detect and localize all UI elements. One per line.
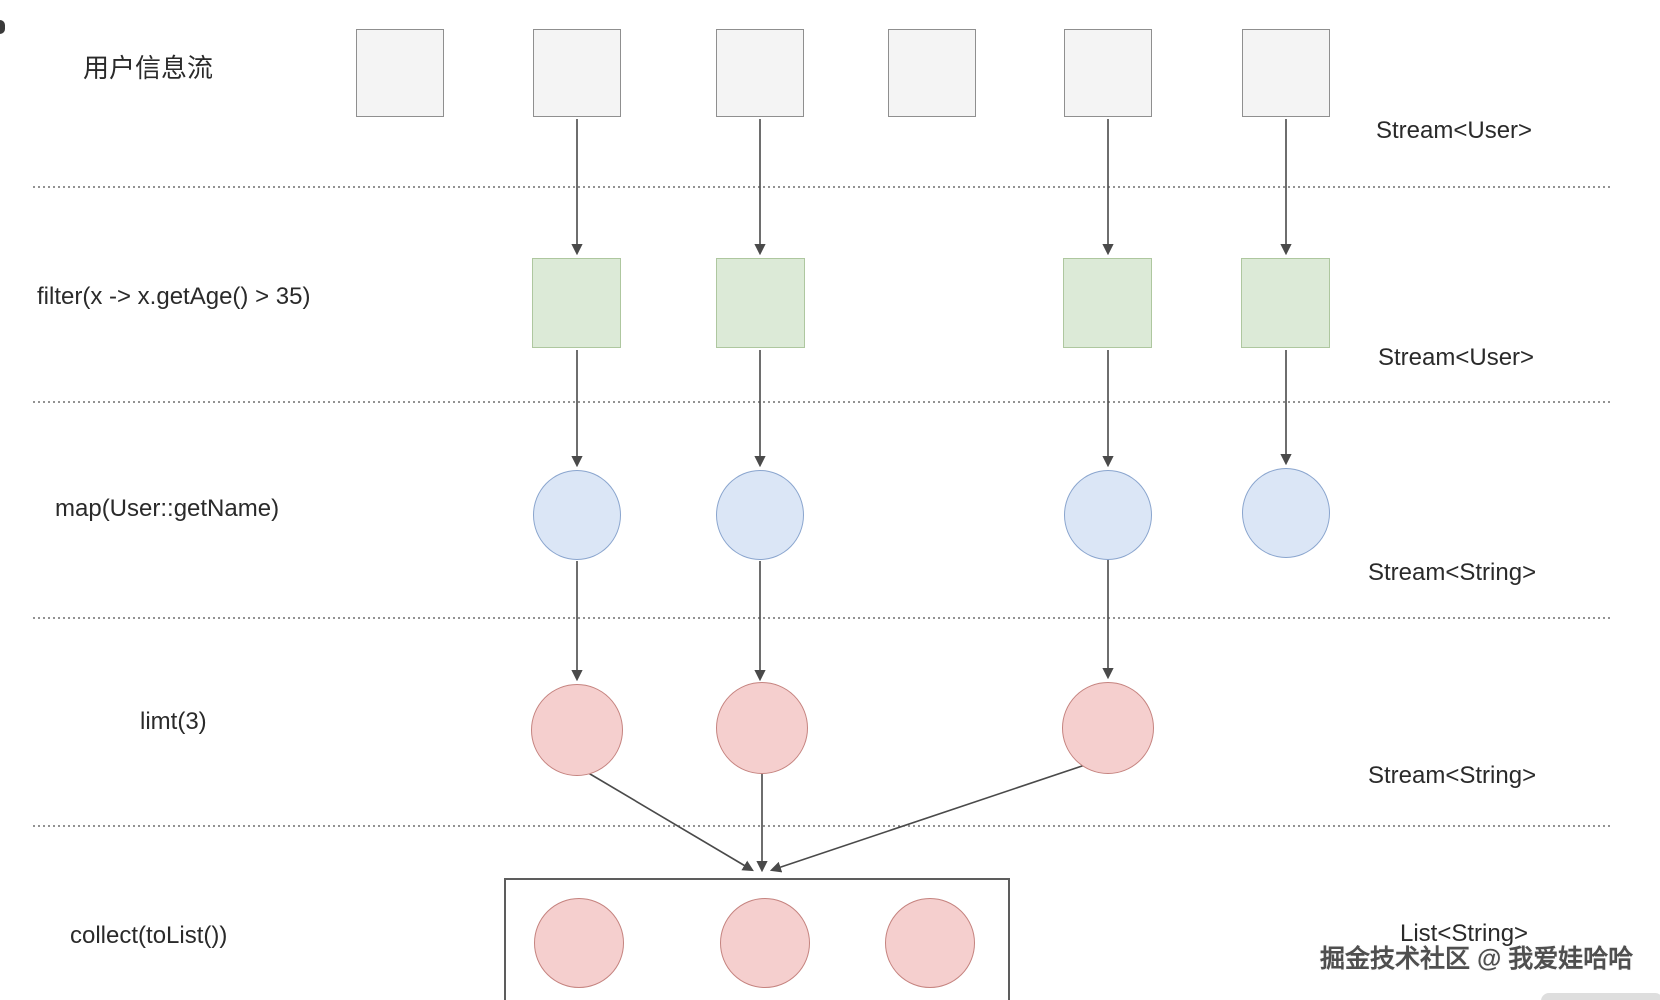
limit-element-circle [531, 684, 623, 776]
filter-element-square [716, 258, 805, 348]
source-element-square [716, 29, 804, 117]
list-type-label-collect: List<String> [1400, 920, 1529, 947]
limit-element-circle [716, 682, 808, 774]
stage-separator-dotted-lines [33, 186, 1612, 827]
stream-type-label-limit: Stream<String> [1368, 762, 1537, 789]
filter-element-square [1241, 258, 1330, 348]
source-element-square [1242, 29, 1330, 117]
source-row-label: 用户信息流 [83, 53, 214, 83]
limit-op-label: limt(3) [140, 708, 207, 735]
stream-type-label-map: Stream<String> [1368, 559, 1537, 586]
collect-element-circle [720, 898, 810, 988]
filter-element-square [532, 258, 621, 348]
collect-element-circle [534, 898, 624, 988]
watermark-text: 掘金技术社区 @ 我爱娃哈哈 [1320, 945, 1634, 973]
stream-type-label-filter: Stream<User> [1378, 344, 1535, 371]
map-element-circle [533, 470, 621, 560]
map-element-circle [1242, 468, 1330, 558]
map-op-label: map(User::getName) [55, 495, 280, 522]
source-element-square [888, 29, 976, 117]
source-element-square [533, 29, 621, 117]
collect-op-label: collect(toList()) [70, 922, 228, 949]
limit-element-circle [1062, 682, 1154, 774]
source-element-square [1064, 29, 1152, 117]
screen-edge-artifact [0, 20, 5, 34]
map-element-circle [1064, 470, 1152, 560]
filter-op-label: filter(x -> x.getAge() > 35) [37, 283, 311, 310]
map-element-circle [716, 470, 804, 560]
filter-element-square [1063, 258, 1152, 348]
flow-arrows [571, 119, 1292, 873]
scrollbar-thumb[interactable] [1541, 993, 1660, 1000]
stream-type-label-source: Stream<User> [1376, 117, 1533, 144]
source-element-square [356, 29, 444, 117]
collect-element-circle [885, 898, 975, 988]
collect-list-box [504, 878, 1010, 1000]
